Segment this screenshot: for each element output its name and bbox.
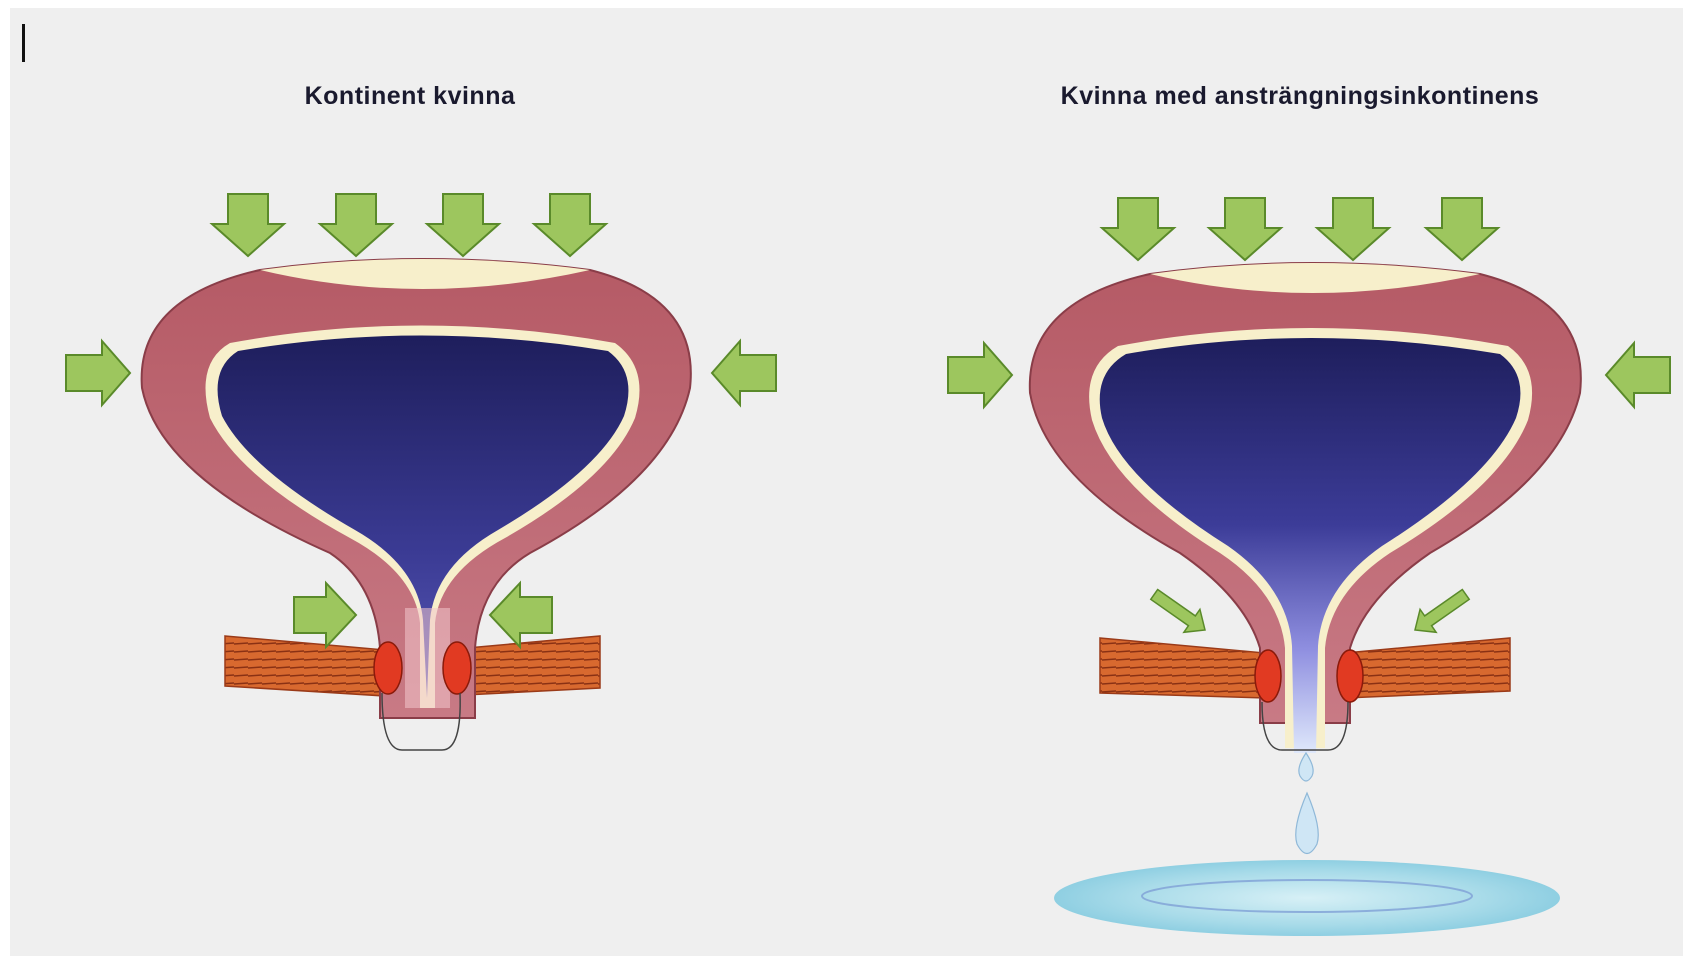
arrow-down-icon bbox=[534, 194, 606, 256]
arrow-down-icon bbox=[1102, 198, 1174, 260]
arrow-down-icon bbox=[1209, 198, 1281, 260]
arrow-down-icon bbox=[320, 194, 392, 256]
pelvic-muscle-left bbox=[225, 636, 385, 696]
arrow-left-icon bbox=[712, 341, 776, 405]
diagram-canvas: Kontinent kvinna Kvinna med ansträngning… bbox=[10, 8, 1683, 956]
arrow-down-icon bbox=[1426, 198, 1498, 260]
sphincter-left bbox=[1255, 650, 1281, 702]
sphincter-left bbox=[374, 642, 402, 694]
puddle-icon bbox=[1054, 860, 1560, 936]
sphincter-right bbox=[443, 642, 471, 694]
arrow-down-icon bbox=[427, 194, 499, 256]
arrow-right-icon bbox=[66, 341, 130, 405]
arrow-down-icon bbox=[1317, 198, 1389, 260]
arrow-down-left-icon bbox=[1407, 583, 1474, 641]
arrow-down-right-icon bbox=[1146, 583, 1213, 641]
arrow-right-icon bbox=[294, 583, 356, 647]
arrow-down-icon bbox=[212, 194, 284, 256]
water-drop-icon bbox=[1299, 753, 1313, 781]
pelvic-muscle-right bbox=[1345, 638, 1510, 698]
bladder-diagrams bbox=[10, 8, 1683, 956]
pelvic-muscle-left bbox=[1100, 638, 1265, 698]
arrow-left-icon bbox=[490, 583, 552, 647]
bladder-continent bbox=[66, 194, 776, 750]
arrow-left-icon bbox=[1606, 343, 1670, 407]
urethra bbox=[405, 608, 450, 708]
sphincter-right bbox=[1337, 650, 1363, 702]
bladder-stress-incontinence bbox=[948, 198, 1670, 936]
arrow-right-icon bbox=[948, 343, 1012, 407]
water-drop-icon bbox=[1296, 793, 1319, 854]
